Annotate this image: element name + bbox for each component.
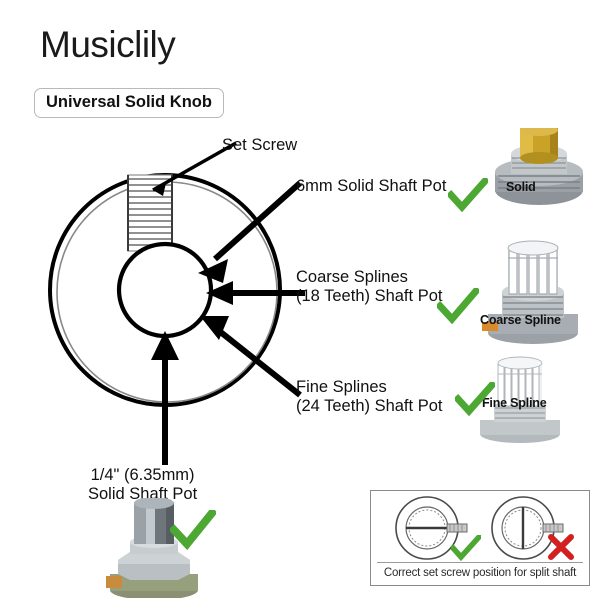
callout-text-6mm-solid: 6mm Solid Shaft Pot (296, 177, 447, 195)
check-icon-inset-correct (451, 535, 481, 561)
callout-label-fine-splines: Fine Splines (24 Teeth) Shaft Pot (296, 378, 442, 416)
photo-quarter-inch-solid-pot (106, 498, 198, 598)
callout-label-set-screw: Set Screw (222, 136, 297, 155)
callout-text-coarse-line2: (18 Teeth) Shaft Pot (296, 287, 443, 305)
check-icon-quarter-inch (170, 510, 216, 550)
callout-text-fine-line1: Fine Splines (296, 378, 387, 396)
knob-cross-section-diagram (48, 141, 305, 465)
check-icon-6mm (448, 178, 488, 212)
inset-divider (377, 562, 583, 563)
callout-text-quarter-line1: 1/4" (6.35mm) (90, 466, 195, 484)
arrow-6mm-solid (198, 180, 302, 283)
photo-caption-fine-spline: Fine Spline (482, 396, 547, 410)
inset-caption: Correct set screw position for split sha… (383, 567, 577, 579)
callout-text-quarter-line2: Solid Shaft Pot (88, 485, 198, 503)
photo-solid-shaft-pot (495, 128, 583, 205)
photo-coarse-spline-pot (482, 240, 578, 344)
callout-label-6mm-solid: 6mm Solid Shaft Pot (296, 177, 446, 196)
inset-diagram-incorrect (491, 496, 564, 560)
check-icon-coarse-spline (437, 288, 479, 324)
callout-text-coarse-line1: Coarse Splines (296, 268, 408, 286)
photo-caption-solid: Solid (506, 180, 536, 194)
set-screw-position-inset: Correct set screw position for split sha… (370, 490, 590, 586)
photo-caption-coarse-spline: Coarse Spline (480, 313, 561, 327)
callout-text-fine-line2: (24 Teeth) Shaft Pot (296, 397, 443, 415)
product-badge: Universal Solid Knob (34, 88, 224, 118)
check-icon-fine-spline (455, 382, 495, 416)
callout-label-quarter-inch: 1/4" (6.35mm) Solid Shaft Pot (88, 466, 197, 504)
callout-text-set-screw: Set Screw (222, 136, 298, 154)
cross-icon-inset-incorrect (548, 534, 574, 560)
arrow-fine-splines (200, 316, 302, 398)
photo-fine-spline-pot (480, 356, 560, 443)
knob-shaft-hole (116, 241, 214, 339)
arrow-coarse-splines (206, 281, 305, 305)
inset-diagram-correct (395, 496, 468, 560)
callout-label-coarse-splines: Coarse Splines (18 Teeth) Shaft Pot (296, 268, 442, 306)
arrow-quarter-inch (151, 331, 179, 465)
arrow-set-screw (152, 141, 237, 196)
page-title: Musiclily (40, 24, 176, 65)
set-screw-thread (127, 174, 173, 252)
